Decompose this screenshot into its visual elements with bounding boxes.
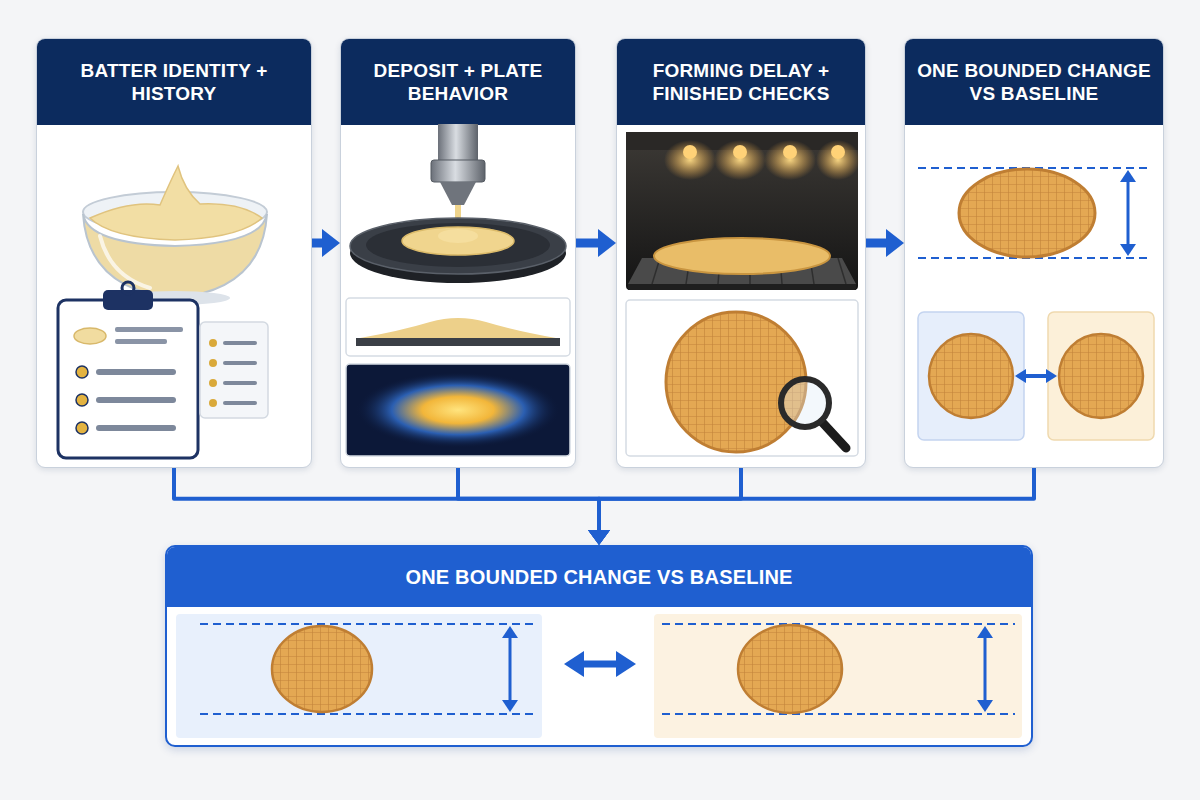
panel-body (905, 125, 1163, 137)
flow-arrow (599, 468, 741, 530)
stage-panel: BATTER IDENTITY + HISTORY (36, 38, 312, 468)
flow-arrow (599, 468, 1034, 530)
panel-body (167, 607, 1031, 619)
panel-header: BATTER IDENTITY + HISTORY (37, 39, 311, 125)
panel-header: ONE BOUNDED CHANGE VS BASELINE (905, 39, 1163, 125)
flow-arrow (174, 468, 599, 530)
panel-header: ONE BOUNDED CHANGE VS BASELINE (167, 547, 1031, 607)
panel-heading: ONE BOUNDED CHANGE VS BASELINE (911, 59, 1157, 105)
panel-header: FORMING DELAY + FINISHED CHECKS (617, 39, 865, 125)
flow-arrow (576, 239, 598, 248)
panel-heading: BATTER IDENTITY + HISTORY (43, 59, 305, 105)
panel-heading: ONE BOUNDED CHANGE VS BASELINE (405, 565, 792, 589)
flow-arrow (458, 468, 599, 530)
panel-body (37, 125, 311, 137)
panel-heading: DEPOSIT + PLATE BEHAVIOR (347, 59, 569, 105)
flow-arrow (312, 239, 322, 248)
panel-heading: FORMING DELAY + FINISHED CHECKS (623, 59, 859, 105)
panel-body (341, 125, 575, 137)
stage-panel: FORMING DELAY + FINISHED CHECKS (616, 38, 866, 468)
stage-panel: DEPOSIT + PLATE BEHAVIOR (340, 38, 576, 468)
stage-panel: ONE BOUNDED CHANGE VS BASELINE (904, 38, 1164, 468)
summary-panel: ONE BOUNDED CHANGE VS BASELINE (165, 545, 1033, 747)
panel-header: DEPOSIT + PLATE BEHAVIOR (341, 39, 575, 125)
flow-arrow (866, 239, 886, 248)
panel-body (617, 125, 865, 137)
